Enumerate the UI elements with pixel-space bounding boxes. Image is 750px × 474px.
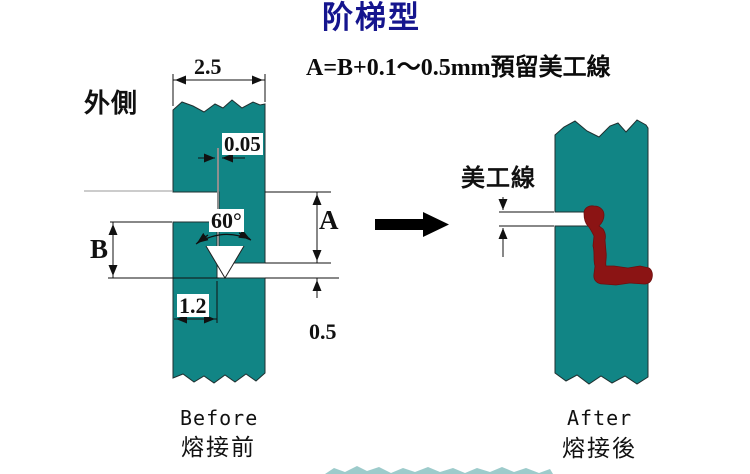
before-lower-piece xyxy=(172,221,266,384)
dim-label-groove-angle: 60° xyxy=(209,208,244,233)
page-title: 阶梯型 xyxy=(322,0,421,35)
v-notch xyxy=(206,246,244,278)
dim-label-upper-step: A xyxy=(319,205,339,235)
cosmetic-line-label: 美工線 xyxy=(461,164,536,192)
dim-top-width xyxy=(172,74,266,106)
dim-upper-step xyxy=(265,191,331,264)
dim-cosmetic-line xyxy=(498,197,554,257)
before-caption-en: Before xyxy=(180,406,259,430)
dim-bottom-width xyxy=(174,281,218,324)
dim-groove-angle-arc xyxy=(195,229,252,245)
dim-label-top-width: 2.5 xyxy=(194,54,222,79)
before-caption-zh: 熔接前 xyxy=(181,435,256,461)
dim-lower-step xyxy=(108,221,219,279)
weld-bead xyxy=(583,205,653,286)
dim-label-slot-height: 0.5 xyxy=(309,319,337,344)
after-caption-zh: 熔接後 xyxy=(562,436,637,462)
v-notch-edges xyxy=(205,245,245,279)
dim-label-joint-gap: 0.05 xyxy=(222,132,263,156)
transform-arrow-icon xyxy=(375,212,449,237)
formula-text: A=B+0.1～0.5mm預留美工線 xyxy=(306,55,611,81)
outer-side-label: 外側 xyxy=(84,89,139,119)
dim-slot-height xyxy=(265,277,339,298)
bottom-partial-shape xyxy=(325,466,553,474)
dim-label-bottom-width: 1.2 xyxy=(177,293,209,318)
dim-label-lower-step: B xyxy=(90,234,109,264)
after-caption-en: After xyxy=(567,406,633,430)
